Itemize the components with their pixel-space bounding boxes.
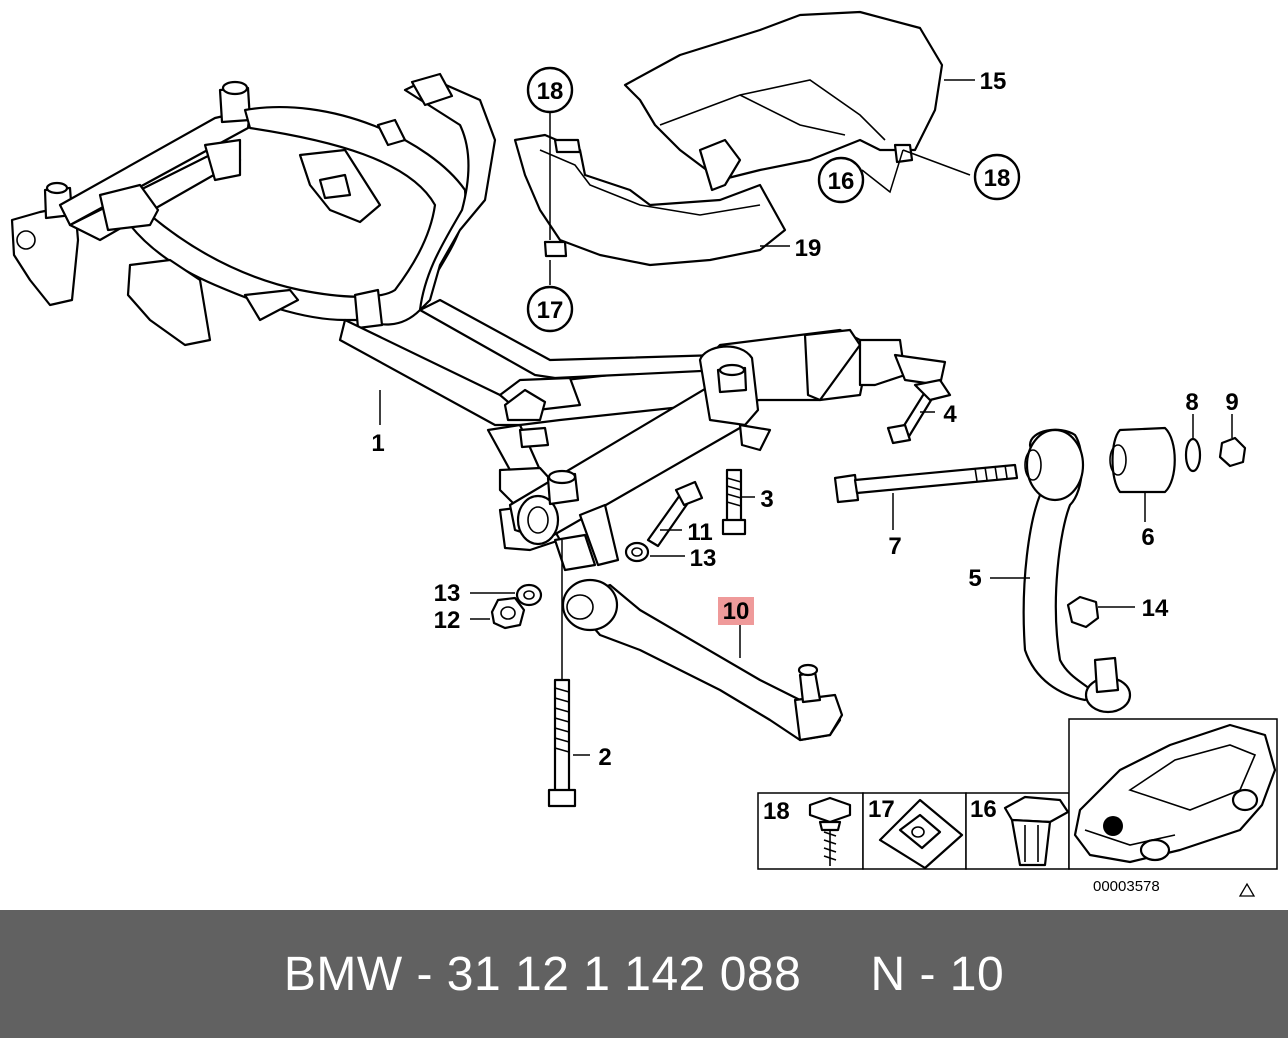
bolt-part-3 xyxy=(721,468,747,536)
callout-18-circle-top xyxy=(526,66,574,114)
washer-part-13-left xyxy=(515,583,543,607)
front-axle-subframe xyxy=(10,72,947,572)
car-location-icon xyxy=(1073,723,1277,864)
callout-7: 7 xyxy=(888,533,901,560)
leader-lines xyxy=(379,79,1233,756)
callout-1: 1 xyxy=(371,430,384,457)
tension-strut-part-5 xyxy=(1022,428,1132,714)
nut-part-14 xyxy=(1066,595,1100,629)
warning-triangle-icon xyxy=(1238,882,1256,897)
callout-14: 14 xyxy=(1142,595,1169,622)
clip-nut-icon xyxy=(878,798,964,870)
bushing-part-6 xyxy=(1109,426,1176,494)
callout-17: 17 xyxy=(537,297,564,324)
plastic-nut-icon xyxy=(1003,795,1070,867)
control-arm-part-10 xyxy=(561,578,844,742)
inset-label-17: 17 xyxy=(868,796,895,823)
callout-18-right: 18 xyxy=(984,165,1011,192)
inset-label-16: 16 xyxy=(970,796,997,823)
callout-16-circle xyxy=(817,156,865,204)
bolt-part-7 xyxy=(833,463,1019,504)
location-dot-icon xyxy=(1103,816,1123,836)
callout-5: 5 xyxy=(968,565,981,592)
callout-8: 8 xyxy=(1185,389,1198,416)
bolt-part-2 xyxy=(547,540,577,808)
callout-6: 6 xyxy=(1141,524,1154,551)
part-number-caption: BMW - 31 12 1 142 088 N - 10 xyxy=(283,947,1005,1001)
footer-bar: BMW - 31 12 1 142 088 N - 10 xyxy=(0,910,1288,1038)
callout-10: 10 xyxy=(723,598,750,625)
callout-13-left: 13 xyxy=(434,580,461,607)
callout-3: 3 xyxy=(760,486,773,513)
callout-13-right: 13 xyxy=(690,545,717,572)
callout-12: 12 xyxy=(434,607,461,634)
callout-2: 2 xyxy=(598,744,611,771)
callout-18-top: 18 xyxy=(537,78,564,105)
nut-part-12 xyxy=(490,596,526,630)
inset-label-18: 18 xyxy=(763,798,790,825)
callout-4: 4 xyxy=(943,401,957,428)
callout-15: 15 xyxy=(980,68,1007,95)
callout-19: 19 xyxy=(795,235,822,262)
callout-18-circle-right xyxy=(973,153,1021,201)
parts-diagram: 18 17 16 18 15 19 1 4 3 11 13 13 12 2 10… xyxy=(10,10,1278,897)
heat-shield-upper xyxy=(623,10,944,192)
bolt-part-11 xyxy=(646,480,704,548)
callout-10-highlight xyxy=(718,597,754,625)
callout-16: 16 xyxy=(828,168,855,195)
nut-part-9 xyxy=(1218,436,1247,468)
heat-shield-lower xyxy=(513,133,787,267)
screw-icon xyxy=(808,796,852,866)
callout-9: 9 xyxy=(1225,389,1238,416)
washer-part-8 xyxy=(1184,437,1202,473)
bolt-part-4 xyxy=(886,378,952,445)
callout-11: 11 xyxy=(687,519,712,546)
washer-part-13-right xyxy=(624,541,650,563)
inset-panel: 18 17 16 xyxy=(757,718,1278,870)
diagram-number: 00003578 xyxy=(1093,878,1160,895)
callout-17-circle xyxy=(526,285,574,333)
